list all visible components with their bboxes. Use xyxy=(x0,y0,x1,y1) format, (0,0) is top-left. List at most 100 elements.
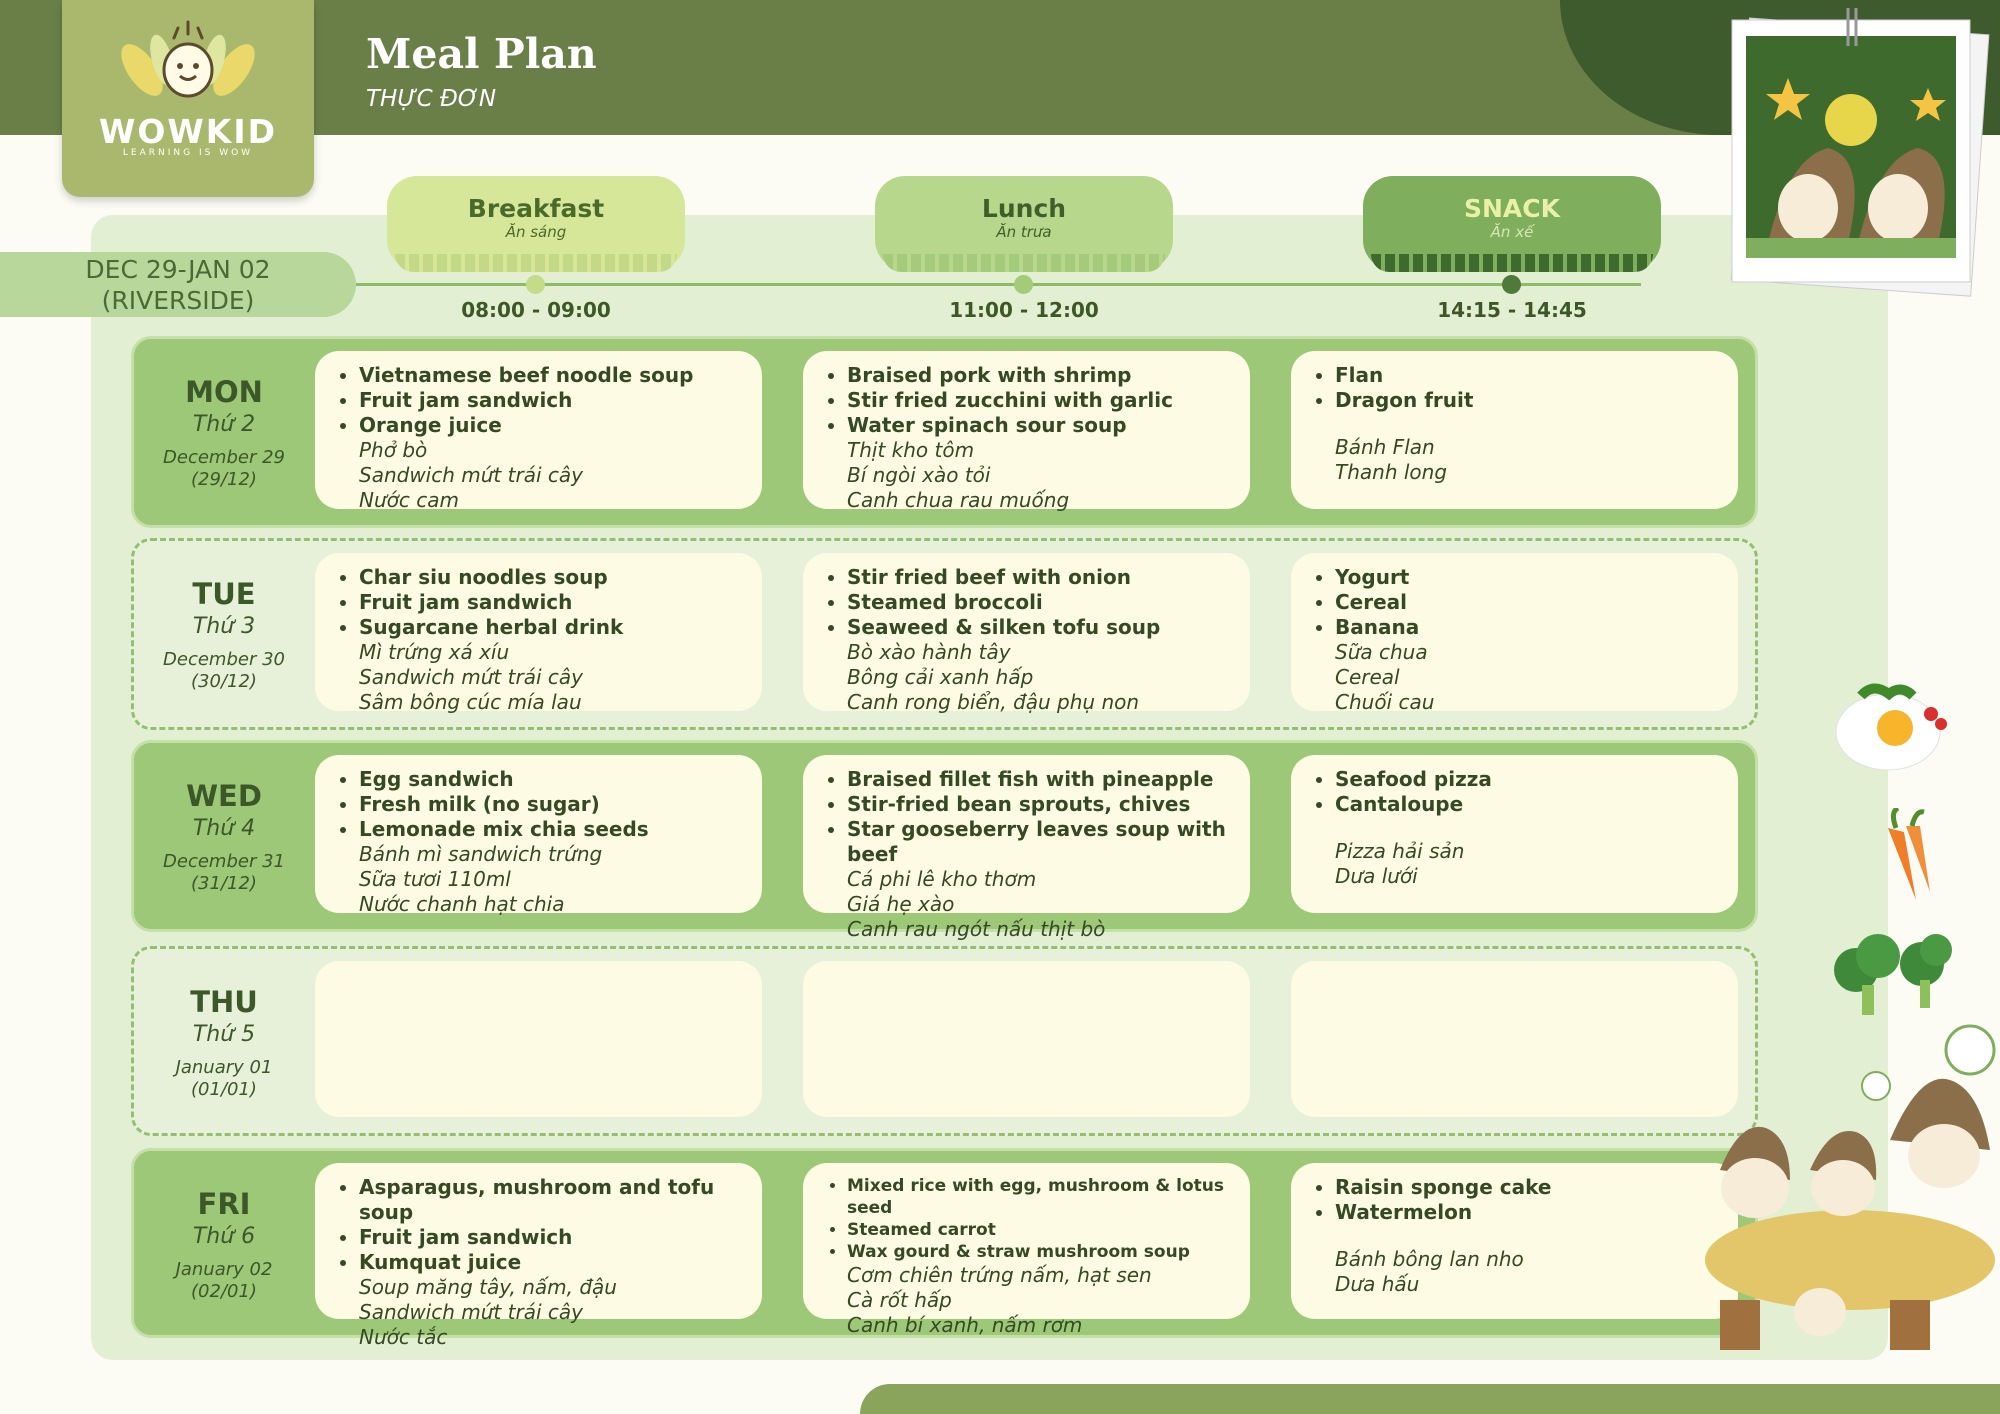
dish-item-vi: Nước cam xyxy=(359,488,459,512)
dish-item-vi: Dưa lưới xyxy=(1335,864,1418,888)
menu-cell-lunch xyxy=(803,961,1250,1117)
period-dates: DEC 29-JAN 02 xyxy=(85,255,271,284)
dish-item-vi: Nước tắc xyxy=(359,1325,448,1349)
dish-item-vi: Canh chua rau muống xyxy=(847,488,1070,512)
menu-cell-lunch: Stir fried beef with onionSteamed brocco… xyxy=(803,553,1250,714)
dish-item-vi: Canh rau ngót nấu thịt bò xyxy=(847,917,1106,941)
dish-item: Fresh milk (no sugar) xyxy=(359,792,744,817)
dish-item-vi: Canh rong biển, đậu phụ non xyxy=(847,690,1140,714)
dish-item: Cereal xyxy=(1335,590,1720,615)
dish-item-vi: Nước chanh hạt chia xyxy=(359,892,565,916)
meal-name: Lunch xyxy=(981,194,1067,223)
dish-item: Watermelon xyxy=(1335,1200,1720,1225)
dish-item: Orange juice xyxy=(359,413,744,438)
dish-item-vi: Pizza hải sản xyxy=(1335,839,1465,863)
day-name: MON xyxy=(185,375,263,409)
day-date: December 31 xyxy=(163,851,285,872)
day-name-vi: Thứ 6 xyxy=(192,1224,256,1249)
menu-cell-snack: Seafood pizzaCantaloupePizza hải sảnDưa … xyxy=(1291,755,1738,913)
dish-item: Stir fried beef with onion xyxy=(847,565,1232,590)
dish-item-vi: Chuối cau xyxy=(1335,690,1435,714)
brand-logo[interactable]: WOWKID LEARNING IS WOW xyxy=(62,0,314,197)
dish-item: Seaweed & silken tofu soup xyxy=(847,615,1232,640)
dish-item: Lemonade mix chia seeds xyxy=(359,817,744,842)
carrot-icon xyxy=(1888,808,1930,900)
scallop-trim xyxy=(883,254,1165,272)
dish-item-vi: Thịt kho tôm xyxy=(847,438,975,462)
dish-item-vi: Soup măng tây, nấm, đậu xyxy=(359,1275,617,1299)
day-name: WED xyxy=(186,779,262,813)
spacer xyxy=(1309,413,1720,435)
dish-item-vi: Cereal xyxy=(1335,665,1400,689)
spacer xyxy=(1309,1225,1720,1247)
dish-list: Braised fillet fish with pineappleStir-f… xyxy=(821,767,1232,867)
brand-tagline: LEARNING IS WOW xyxy=(122,148,254,158)
day-name-vi: Thứ 2 xyxy=(192,412,256,437)
menu-cell-breakfast: Vietnamese beef noodle soupFruit jam san… xyxy=(315,351,762,512)
dish-item: Egg sandwich xyxy=(359,767,744,792)
photo-polaroid-icon xyxy=(1730,8,1990,297)
day-name-vi: Thứ 5 xyxy=(192,1022,256,1047)
timeline-dot-snack xyxy=(1502,275,1521,294)
dish-item: Mixed rice with egg, mushroom & lotus se… xyxy=(847,1175,1232,1219)
page-title: Meal Plan xyxy=(366,30,597,78)
dish-item: Stir fried zucchini with garlic xyxy=(847,388,1232,413)
dish-item: Steamed broccoli xyxy=(847,590,1232,615)
menu-cell-snack xyxy=(1291,961,1738,1117)
dish-list: Mixed rice with egg, mushroom & lotus se… xyxy=(821,1175,1232,1263)
timeline-dot-breakfast xyxy=(526,275,545,294)
dish-item-vi: Bánh bông lan nho xyxy=(1335,1247,1524,1271)
dish-item: Raisin sponge cake xyxy=(1335,1175,1720,1200)
period-tab: DEC 29-JAN 02 (RIVERSIDE) xyxy=(0,252,356,317)
dish-list: Stir fried beef with onionSteamed brocco… xyxy=(821,565,1232,640)
menu-cell-lunch: Braised fillet fish with pineappleStir-f… xyxy=(803,755,1250,941)
dish-item: Fruit jam sandwich xyxy=(359,1225,744,1250)
menu-cell-lunch: Braised pork with shrimpStir fried zucch… xyxy=(803,351,1250,512)
dish-item: Stir-fried bean sprouts, chives xyxy=(847,792,1232,817)
dish-item-vi: Phở bò xyxy=(359,438,428,462)
day-date: December 30 xyxy=(163,649,285,670)
dish-item-vi: Bánh mì sandwich trứng xyxy=(359,842,603,866)
day-date-short: (31/12) xyxy=(191,873,257,894)
meal-header-lunch: Lunch Ăn trưa xyxy=(875,176,1173,272)
dish-item-vi: Sandwich mứt trái cây xyxy=(359,1300,583,1324)
dish-item: Fruit jam sandwich xyxy=(359,388,744,413)
meal-name-vi: Ăn sáng xyxy=(505,223,567,241)
dish-item: Braised fillet fish with pineapple xyxy=(847,767,1232,792)
dish-item: Flan xyxy=(1335,363,1720,388)
scallop-trim xyxy=(395,254,677,272)
mascots-table-icon xyxy=(1705,1024,1996,1350)
meal-header-snack: SNACK Ăn xế xyxy=(1363,176,1661,272)
dish-item-vi: Sữa tươi 110ml xyxy=(359,867,511,891)
dish-item-vi: Bí ngòi xào tỏi xyxy=(847,463,991,487)
meal-name: Breakfast xyxy=(467,194,605,223)
dish-item: Fruit jam sandwich xyxy=(359,590,744,615)
dish-list: YogurtCerealBanana xyxy=(1309,565,1720,640)
dish-item: Cantaloupe xyxy=(1335,792,1720,817)
dish-item-vi: Cà rốt hấp xyxy=(847,1288,952,1312)
dish-item: Star gooseberry leaves soup with beef xyxy=(847,817,1232,867)
dish-list: Braised pork with shrimpStir fried zucch… xyxy=(821,363,1232,438)
dish-list: Char siu noodles soupFruit jam sandwichS… xyxy=(333,565,744,640)
dish-item-vi: Sữa chua xyxy=(1335,640,1428,664)
day-name: THU xyxy=(190,985,258,1019)
dish-item-vi: Bò xào hành tây xyxy=(847,640,1011,664)
dish-item-vi: Mì trứng xá xíu xyxy=(359,640,510,664)
dish-item: Water spinach sour soup xyxy=(847,413,1232,438)
dish-item: Dragon fruit xyxy=(1335,388,1720,413)
dish-list: FlanDragon fruit xyxy=(1309,363,1720,413)
dish-item: Yogurt xyxy=(1335,565,1720,590)
dish-list: Egg sandwichFresh milk (no sugar)Lemonad… xyxy=(333,767,744,842)
scallop-trim xyxy=(1371,254,1653,272)
page-subtitle: THỰC ĐƠN xyxy=(366,86,497,112)
day-name: FRI xyxy=(197,1187,251,1221)
meal-name-vi: Ăn trưa xyxy=(996,223,1052,241)
dish-item-vi: Dưa hấu xyxy=(1335,1272,1420,1296)
menu-cell-lunch: Mixed rice with egg, mushroom & lotus se… xyxy=(803,1163,1250,1337)
